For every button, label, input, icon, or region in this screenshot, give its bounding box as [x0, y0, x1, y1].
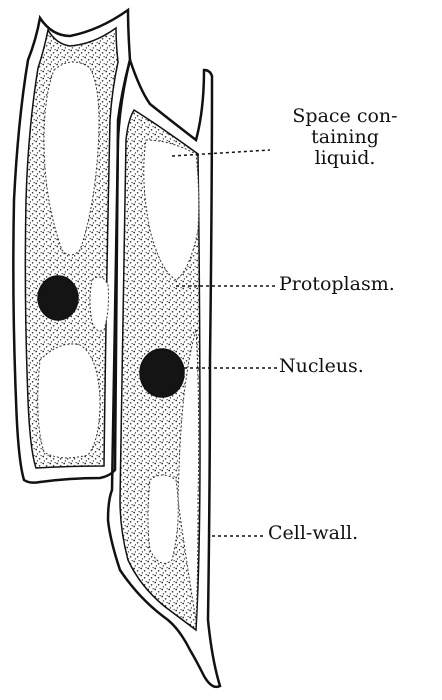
right-vacuole-lower-left — [147, 474, 179, 564]
right-vacuole-bottom — [177, 329, 200, 621]
label-space-containing-liquid: Space con- taining liquid. — [270, 106, 420, 169]
leader-lines — [171, 149, 278, 537]
left-vacuole-small — [89, 276, 109, 332]
left-nucleus — [37, 275, 79, 321]
left-vacuole-top — [43, 61, 100, 256]
right-cell-wall-outer — [106, 55, 222, 689]
label-space-line-1: Space con- — [292, 105, 398, 127]
label-protoplasm: Protoplasm. — [279, 273, 395, 295]
label-cell-wall: Cell-wall. — [268, 522, 359, 544]
label-space-line-2: taining — [311, 126, 379, 148]
left-cell — [12, 7, 132, 484]
label-nucleus: Nucleus. — [279, 355, 364, 377]
label-space-line-3: liquid. — [314, 147, 376, 169]
leader-space — [171, 149, 271, 157]
left-cell-wall-outer — [12, 7, 132, 484]
left-vacuole-bottom — [37, 343, 101, 459]
right-nucleus — [139, 348, 185, 398]
right-cell — [106, 55, 222, 689]
right-vacuole-top — [143, 139, 200, 281]
